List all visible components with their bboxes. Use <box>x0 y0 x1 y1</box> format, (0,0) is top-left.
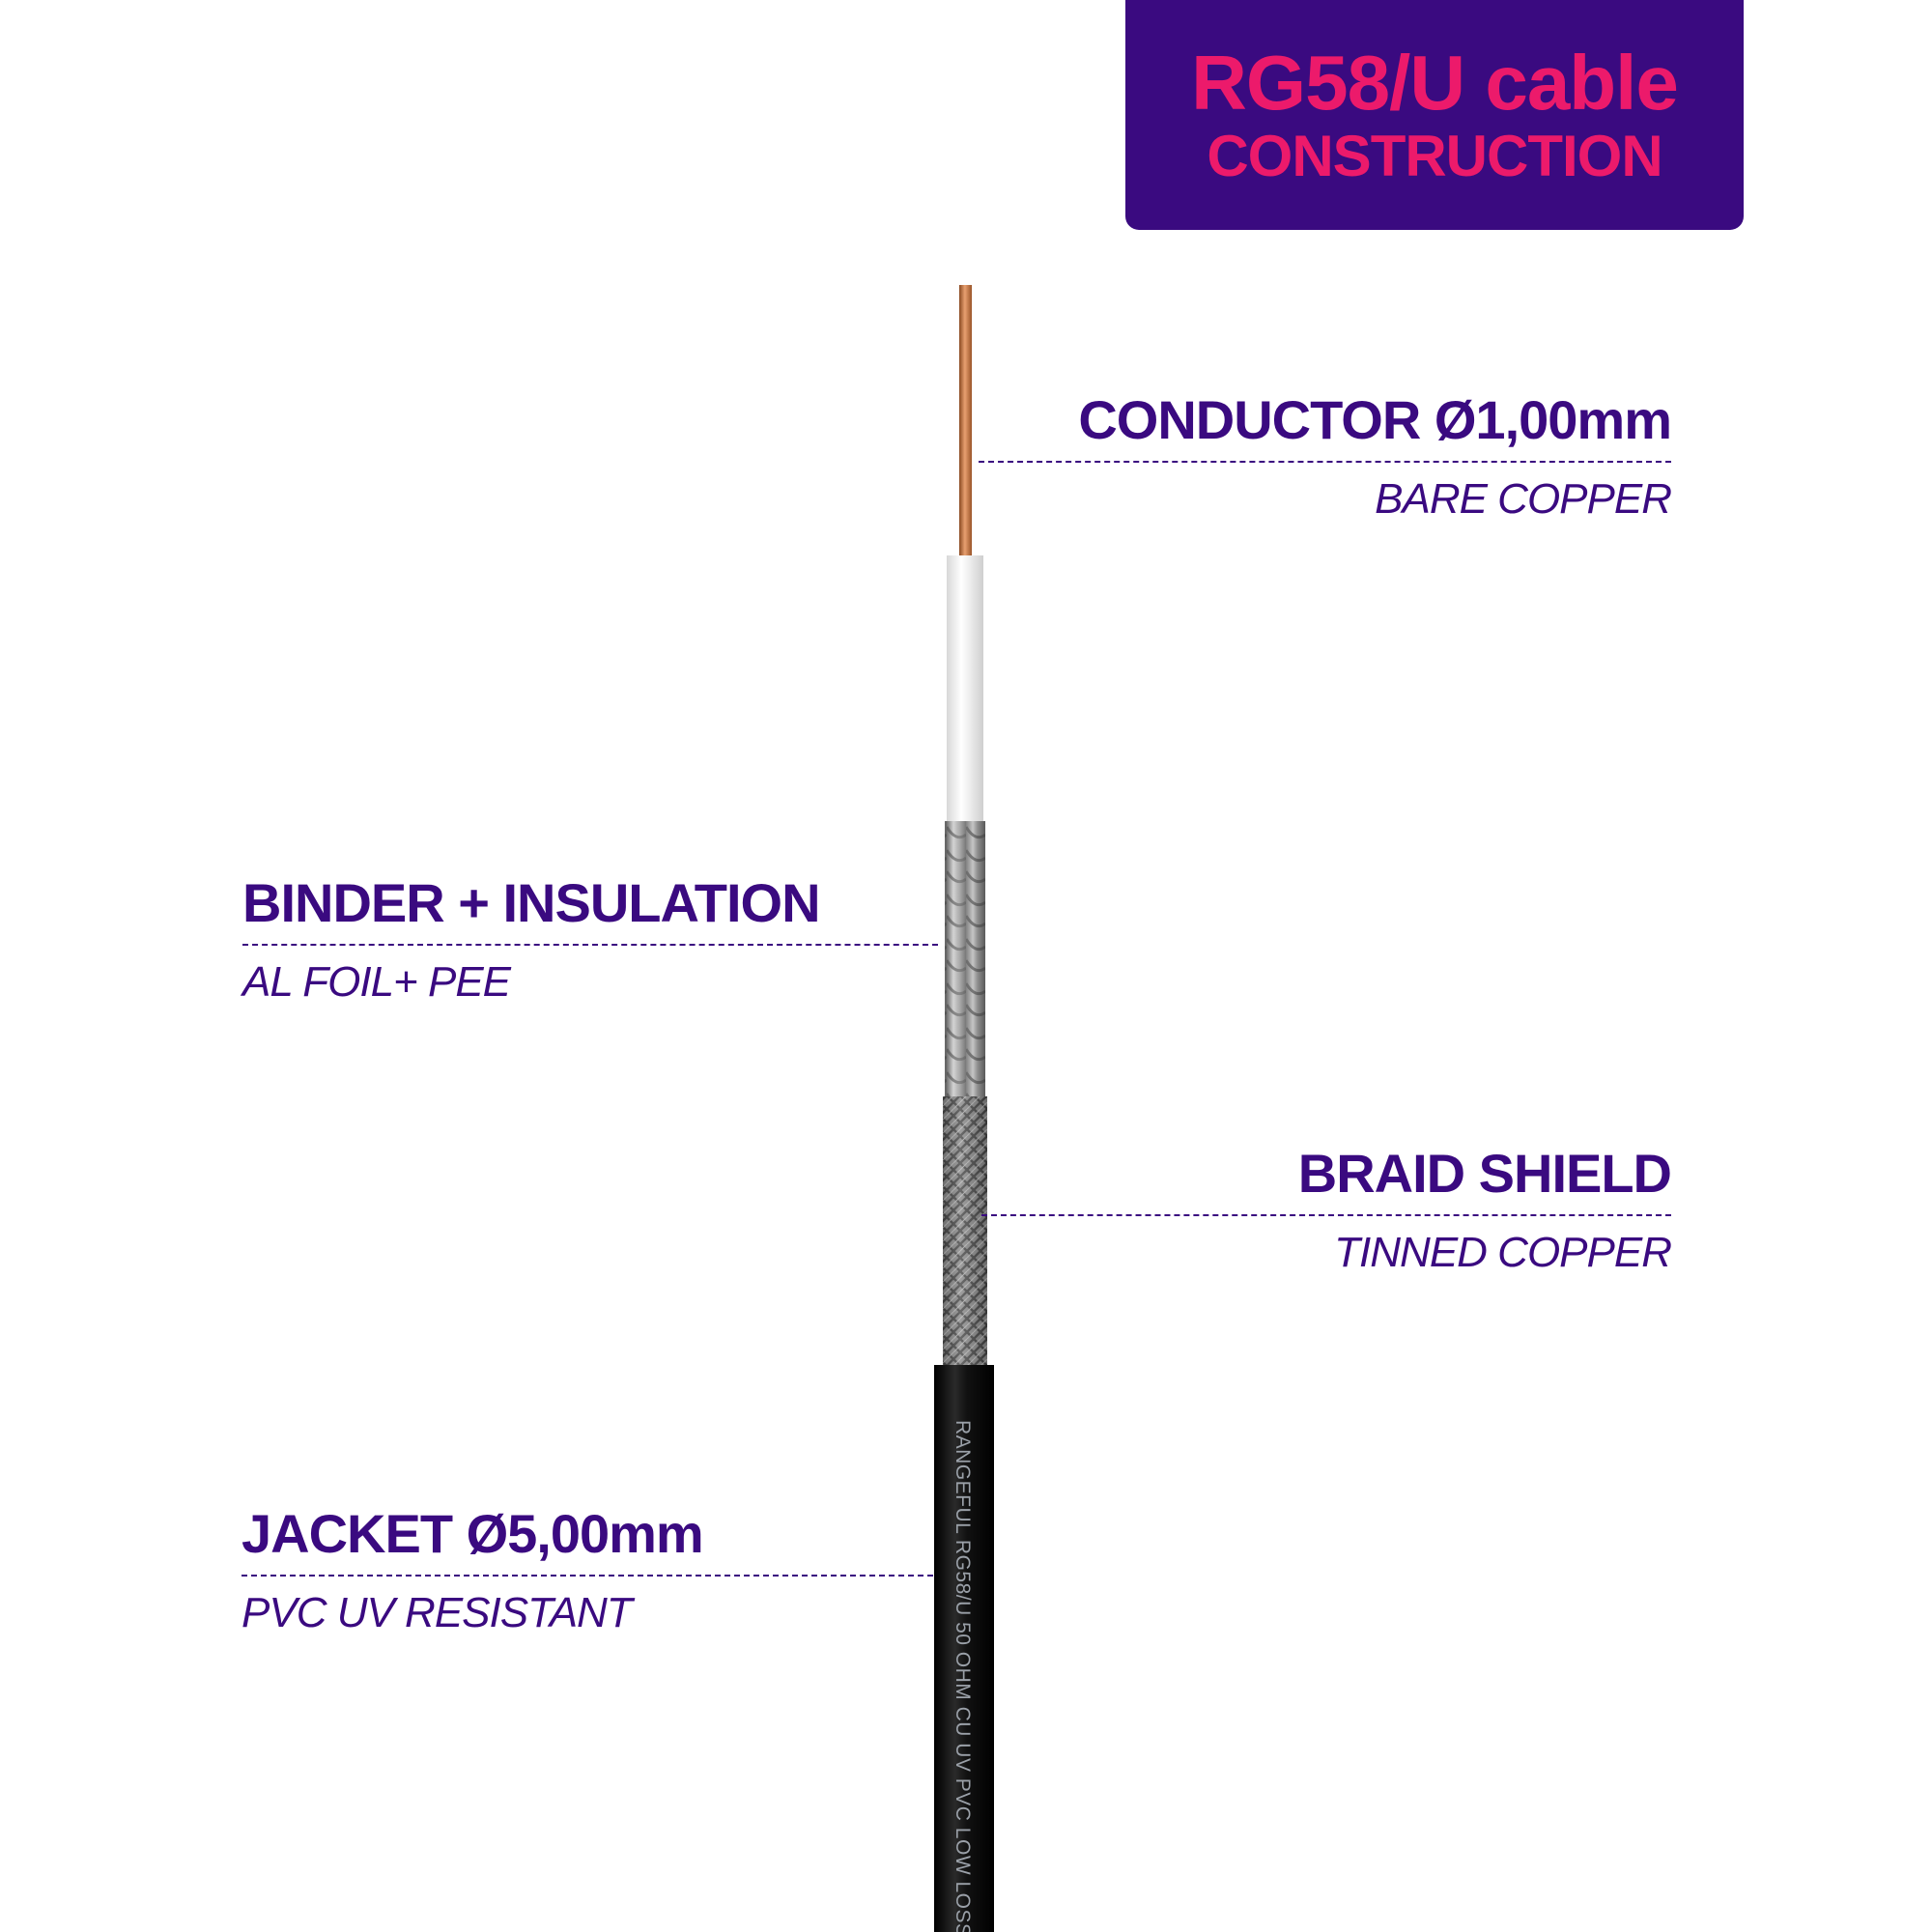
title-line-2: CONSTRUCTION <box>1207 124 1662 188</box>
binder-heading: BINDER + INSULATION <box>242 872 821 933</box>
title-line-1: RG58/U cable <box>1191 40 1679 126</box>
binder-divider <box>242 944 938 946</box>
conductor-subtitle: BARE COPPER <box>1375 475 1672 523</box>
label-binder: BINDER + INSULATION AL FOIL+ PEE <box>242 874 938 1006</box>
jacket-layer <box>934 1365 994 1932</box>
title-banner: RG58/U cable CONSTRUCTION <box>1125 0 1744 230</box>
insulation-layer <box>947 555 983 824</box>
label-jacket: JACKET Ø5,00mm PVC UV RESISTANT <box>242 1505 933 1636</box>
jacket-subtitle: PVC UV RESISTANT <box>242 1589 633 1636</box>
jacket-divider <box>242 1575 933 1577</box>
binder-subtitle: AL FOIL+ PEE <box>242 958 511 1006</box>
conductor-divider <box>979 461 1671 463</box>
label-conductor: CONDUCTOR Ø1,00mm BARE COPPER <box>979 389 1672 523</box>
cable-print-text: RANGEFUL RG58/U 50 OHM CU UV PVC LOW LOS… <box>952 1420 974 1932</box>
conductor-wire <box>959 285 972 560</box>
braid-subtitle: TINNED COPPER <box>1334 1229 1672 1276</box>
braid-heading: BRAID SHIELD <box>1297 1143 1672 1204</box>
jacket-heading: JACKET Ø5,00mm <box>242 1503 704 1564</box>
label-braid: BRAID SHIELD TINNED COPPER <box>981 1143 1672 1276</box>
braid-divider <box>981 1214 1671 1216</box>
conductor-heading: CONDUCTOR Ø1,00mm <box>1078 389 1672 450</box>
